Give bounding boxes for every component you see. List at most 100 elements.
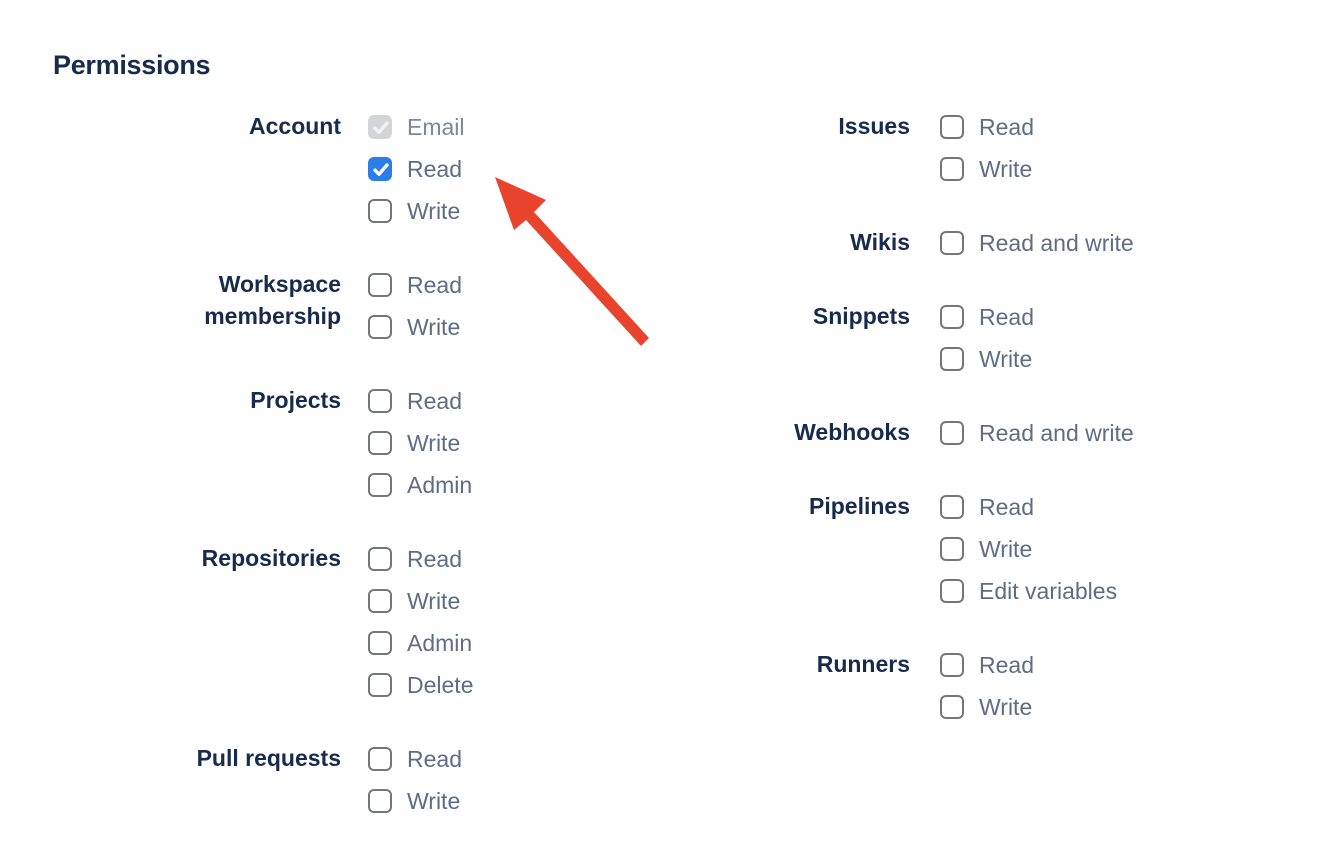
snippets-write-label[interactable]: Write [979, 345, 1033, 372]
option-runners-write: Write [940, 686, 1034, 728]
group-label-runners: Runners [816, 651, 910, 677]
snippets-read-checkbox[interactable] [940, 305, 964, 329]
pipelines-write-checkbox[interactable] [940, 537, 964, 561]
runners-read-label[interactable]: Read [979, 651, 1034, 678]
issues-read-label[interactable]: Read [979, 113, 1034, 140]
option-repositories-admin: Admin [368, 622, 473, 664]
group-label-workspace-membership: Workspace membership [204, 271, 341, 329]
repositories-admin-checkbox[interactable] [368, 631, 392, 655]
account-read-checkbox[interactable] [368, 157, 392, 181]
projects-admin-label[interactable]: Admin [407, 471, 473, 498]
workspace-membership-write-checkbox[interactable] [368, 315, 392, 339]
projects-write-checkbox[interactable] [368, 431, 392, 455]
option-wikis-read-and-write: Read and write [940, 222, 1134, 264]
option-pipelines-edit-variables: Edit variables [940, 570, 1117, 612]
repositories-admin-label[interactable]: Admin [407, 629, 473, 656]
issues-write-checkbox[interactable] [940, 157, 964, 181]
group-label-wikis: Wikis [850, 229, 910, 255]
account-email-checkbox[interactable] [368, 115, 392, 139]
account-write-checkbox[interactable] [368, 199, 392, 223]
group-label-repositories: Repositories [201, 545, 341, 571]
wikis-read-and-write-checkbox[interactable] [940, 231, 964, 255]
group-snippets: Snippets Read Write [690, 296, 1134, 380]
group-label-issues: Issues [838, 113, 910, 139]
group-label-projects: Projects [250, 387, 341, 413]
group-label-webhooks: Webhooks [794, 419, 910, 445]
option-runners-read: Read [940, 644, 1034, 686]
group-pipelines: Pipelines Read Write Edit variables [690, 486, 1134, 612]
pull-requests-read-label[interactable]: Read [407, 745, 462, 772]
repositories-read-checkbox[interactable] [368, 547, 392, 571]
account-email-label[interactable]: Email [407, 113, 465, 140]
group-label-account: Account [249, 113, 341, 139]
option-issues-read: Read [940, 106, 1034, 148]
option-projects-write: Write [368, 422, 472, 464]
option-projects-read: Read [368, 380, 472, 422]
option-account-write: Write [368, 190, 465, 232]
option-snippets-write: Write [940, 338, 1034, 380]
pipelines-write-label[interactable]: Write [979, 535, 1033, 562]
permissions-column-left: Account Email Read Write Workspace membe… [120, 106, 474, 844]
group-workspace-membership: Workspace membership Read Write [120, 264, 473, 348]
group-webhooks: Webhooks Read and write [690, 412, 1134, 454]
group-projects: Projects Read Write Admin [120, 380, 473, 506]
projects-read-label[interactable]: Read [407, 387, 462, 414]
snippets-write-checkbox[interactable] [940, 347, 964, 371]
option-repositories-delete: Delete [368, 664, 473, 706]
red-arrow-shape [495, 177, 649, 346]
webhooks-read-and-write-checkbox[interactable] [940, 421, 964, 445]
option-account-email: Email [368, 106, 465, 148]
account-write-label[interactable]: Write [407, 197, 461, 224]
snippets-read-label[interactable]: Read [979, 303, 1034, 330]
repositories-delete-label[interactable]: Delete [407, 671, 474, 698]
repositories-write-checkbox[interactable] [368, 589, 392, 613]
runners-write-label[interactable]: Write [979, 693, 1033, 720]
group-label-pull-requests: Pull requests [196, 745, 341, 771]
option-repositories-read: Read [368, 538, 473, 580]
runners-write-checkbox[interactable] [940, 695, 964, 719]
projects-write-label[interactable]: Write [407, 429, 461, 456]
pull-requests-read-checkbox[interactable] [368, 747, 392, 771]
group-runners: Runners Read Write [690, 644, 1134, 728]
option-issues-write: Write [940, 148, 1034, 190]
option-pipelines-read: Read [940, 486, 1117, 528]
workspace-membership-read-checkbox[interactable] [368, 273, 392, 297]
issues-write-label[interactable]: Write [979, 155, 1033, 182]
runners-read-checkbox[interactable] [940, 653, 964, 677]
group-pull-requests: Pull requests Read Write [120, 738, 473, 822]
pipelines-read-label[interactable]: Read [979, 493, 1034, 520]
option-workspace-membership-write: Write [368, 306, 462, 348]
group-wikis: Wikis Read and write [690, 222, 1134, 264]
repositories-delete-checkbox[interactable] [368, 673, 392, 697]
webhooks-read-and-write-label[interactable]: Read and write [979, 419, 1134, 446]
option-account-read: Read [368, 148, 465, 190]
wikis-read-and-write-label[interactable]: Read and write [979, 229, 1134, 256]
workspace-membership-read-label[interactable]: Read [407, 271, 462, 298]
option-projects-admin: Admin [368, 464, 472, 506]
pull-requests-write-label[interactable]: Write [407, 787, 461, 814]
repositories-read-label[interactable]: Read [407, 545, 462, 572]
account-read-label[interactable]: Read [407, 155, 462, 182]
pipelines-edit-variables-checkbox[interactable] [940, 579, 964, 603]
option-repositories-write: Write [368, 580, 473, 622]
repositories-write-label[interactable]: Write [407, 587, 461, 614]
issues-read-checkbox[interactable] [940, 115, 964, 139]
option-pipelines-write: Write [940, 528, 1117, 570]
projects-read-checkbox[interactable] [368, 389, 392, 413]
option-webhooks-read-and-write: Read and write [940, 412, 1134, 454]
workspace-membership-write-label[interactable]: Write [407, 313, 461, 340]
permissions-column-right: Issues Read Write Wikis Read and write [690, 106, 1134, 760]
group-repositories: Repositories Read Write Admin Delete [120, 538, 474, 706]
option-workspace-membership-read: Read [368, 264, 462, 306]
pipelines-edit-variables-label[interactable]: Edit variables [979, 577, 1118, 604]
option-snippets-read: Read [940, 296, 1034, 338]
page-title: Permissions [53, 50, 211, 80]
option-pull-requests-read: Read [368, 738, 462, 780]
group-issues: Issues Read Write [690, 106, 1134, 190]
projects-admin-checkbox[interactable] [368, 473, 392, 497]
pipelines-read-checkbox[interactable] [940, 495, 964, 519]
group-label-pipelines: Pipelines [809, 493, 910, 519]
option-pull-requests-write: Write [368, 780, 462, 822]
pull-requests-write-checkbox[interactable] [368, 789, 392, 813]
